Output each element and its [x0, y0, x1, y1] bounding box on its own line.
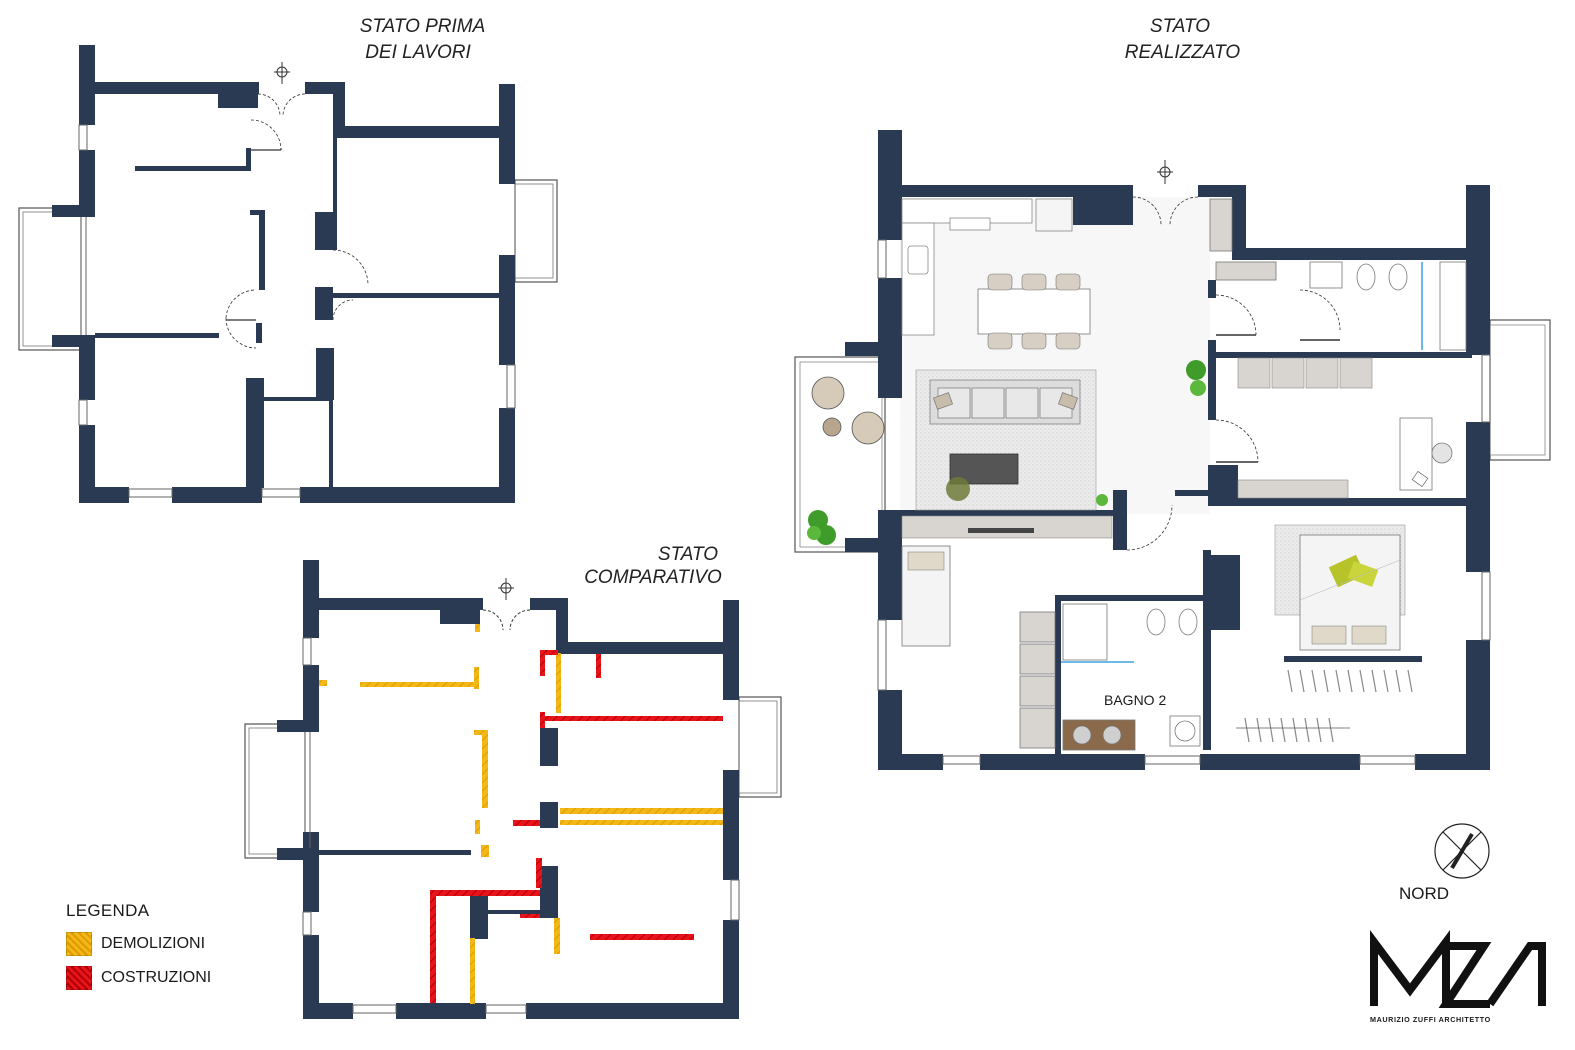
- balcony-left: [18, 207, 82, 351]
- title-compare-line1: STATO: [657, 544, 719, 565]
- plants: [807, 360, 1206, 545]
- north-label: NORD: [1399, 884, 1450, 903]
- north-compass: [1434, 823, 1490, 879]
- legend-label-constructions: COSTRUZIONI: [101, 969, 212, 986]
- legend-item-constructions: COSTRUZIONI: [66, 966, 211, 990]
- bathroom-1: [1209, 198, 1467, 351]
- constructions-swatch: [66, 966, 92, 990]
- balcony-right-built: [1489, 319, 1551, 461]
- logo-text: MAURIZIO ZUFFI ARCHITETTO: [1370, 1015, 1491, 1024]
- sofa: [929, 379, 1081, 425]
- balcony-right-compare: [738, 696, 782, 798]
- hall-storage: [1237, 357, 1373, 499]
- logo-mza: [1370, 930, 1546, 1008]
- closet: [1244, 669, 1413, 743]
- demolitions-swatch: [66, 932, 92, 956]
- bathroom-2-label: BAGNO 2: [1104, 692, 1167, 708]
- dining-table: [977, 273, 1091, 350]
- plan-compare: [244, 560, 782, 1019]
- balcony-right: [514, 179, 558, 283]
- balcony-left-built: [794, 356, 886, 553]
- legend-title: LEGENDA: [66, 901, 150, 920]
- bathroom-2: [1019, 603, 1201, 751]
- single-bed: [901, 545, 951, 647]
- balcony-chairs: [811, 376, 885, 445]
- title-built-line1: STATO: [1149, 16, 1211, 37]
- title-compare-line2: COMPARATIVO: [584, 567, 722, 588]
- study-desk: [1399, 417, 1453, 491]
- title-before-line2: DEI LAVORI: [365, 42, 471, 63]
- bed: [1299, 534, 1401, 651]
- title-built-line2: REALIZZATO: [1124, 42, 1241, 63]
- constructions: [430, 650, 723, 1003]
- kitchen: [901, 198, 1073, 336]
- legend-label-demolitions: DEMOLIZIONI: [101, 935, 206, 952]
- plan-built: [794, 130, 1551, 770]
- balcony-left-compare: [244, 723, 306, 859]
- bedroom-shelf: [1284, 656, 1422, 662]
- demolitions: [319, 624, 723, 1004]
- title-before-line1: STATO PRIMA: [359, 16, 486, 37]
- tv-cabinet: [901, 515, 1113, 539]
- plan-before: [18, 45, 558, 503]
- legend-item-demolitions: DEMOLIZIONI: [66, 932, 205, 956]
